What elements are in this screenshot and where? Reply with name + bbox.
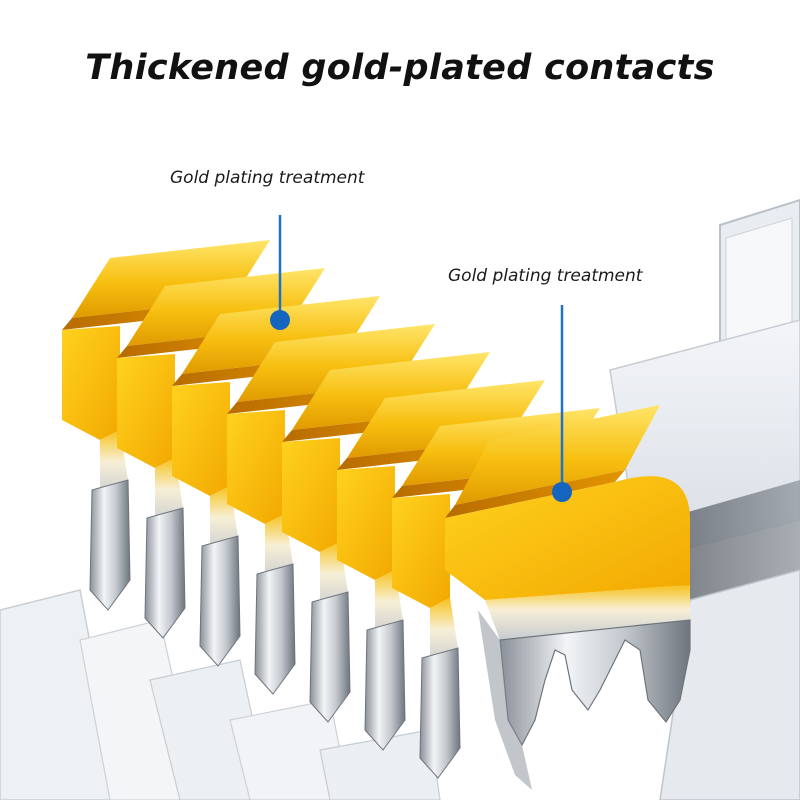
gold-contacts bbox=[62, 240, 691, 790]
callout-label-2: Gold plating treatment bbox=[448, 266, 643, 286]
callout-label-1: Gold plating treatment bbox=[170, 168, 365, 188]
plastic-housing bbox=[0, 198, 800, 800]
callout-leader-2 bbox=[552, 305, 572, 502]
page-title: Thickened gold-plated contacts bbox=[85, 48, 715, 88]
callout-leader-1 bbox=[270, 215, 290, 330]
front-contact bbox=[445, 405, 691, 790]
